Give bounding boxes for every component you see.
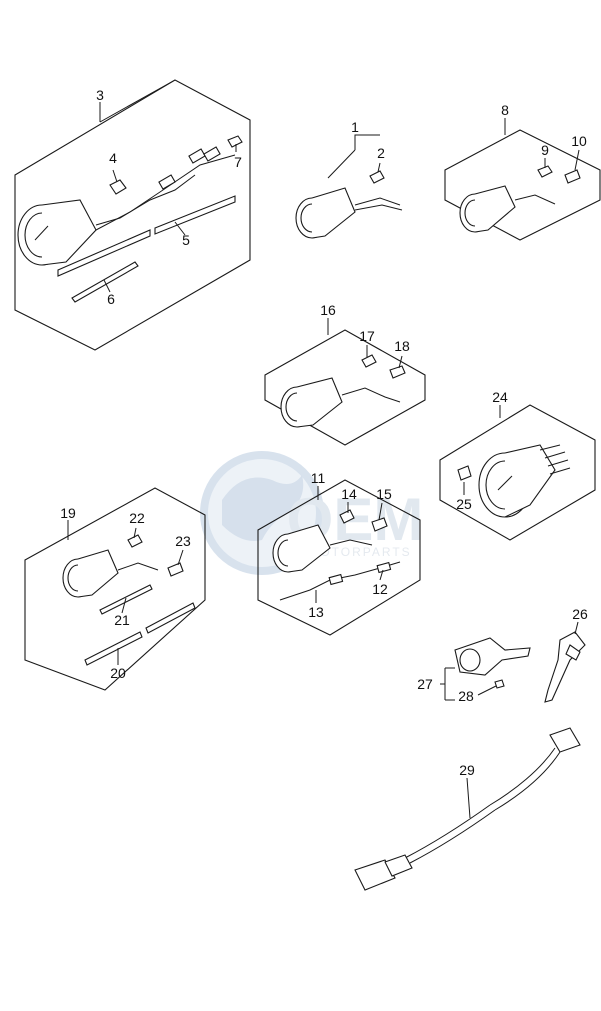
callout-3: 3 (96, 87, 104, 103)
group-8: 8 9 10 (444, 102, 601, 241)
callout-29: 29 (459, 762, 475, 778)
callout-1: 1 (351, 119, 359, 135)
callout-8: 8 (501, 102, 509, 118)
callout-28: 28 (458, 688, 474, 704)
callout-23: 23 (175, 533, 191, 549)
group-1: 1 2 (295, 119, 403, 239)
group-3: 3 4 7 5 6 (14, 79, 251, 351)
callout-13: 13 (308, 604, 324, 620)
callout-21: 21 (114, 612, 130, 628)
callout-19: 19 (60, 505, 76, 521)
group-11: 11 14 15 12 13 (257, 470, 421, 636)
callout-7: 7 (234, 154, 242, 170)
callout-12: 12 (372, 581, 388, 597)
callout-17: 17 (359, 328, 375, 344)
callout-4: 4 (109, 150, 117, 166)
callout-25: 25 (456, 496, 472, 512)
callout-14: 14 (341, 486, 357, 502)
callout-24: 24 (492, 389, 508, 405)
watermark-tagline: MOTORPARTS (308, 545, 411, 559)
group-29: 29 (354, 727, 581, 891)
callout-6: 6 (107, 291, 115, 307)
callout-11: 11 (311, 470, 326, 486)
callout-2: 2 (377, 145, 385, 161)
group-26-28: 26 27 28 (417, 606, 588, 704)
callout-27: 27 (417, 676, 433, 692)
callout-26: 26 (572, 606, 588, 622)
callout-18: 18 (394, 338, 410, 354)
group-16: 16 17 18 (264, 302, 426, 446)
group-24: 24 25 (439, 389, 596, 541)
callout-9: 9 (541, 142, 549, 158)
callout-22: 22 (129, 510, 145, 526)
callout-5: 5 (182, 232, 190, 248)
callout-16: 16 (320, 302, 336, 318)
callout-10: 10 (571, 133, 587, 149)
callout-20: 20 (110, 665, 126, 681)
group-19: 19 22 23 21 20 (24, 487, 206, 691)
callout-15: 15 (376, 486, 392, 502)
